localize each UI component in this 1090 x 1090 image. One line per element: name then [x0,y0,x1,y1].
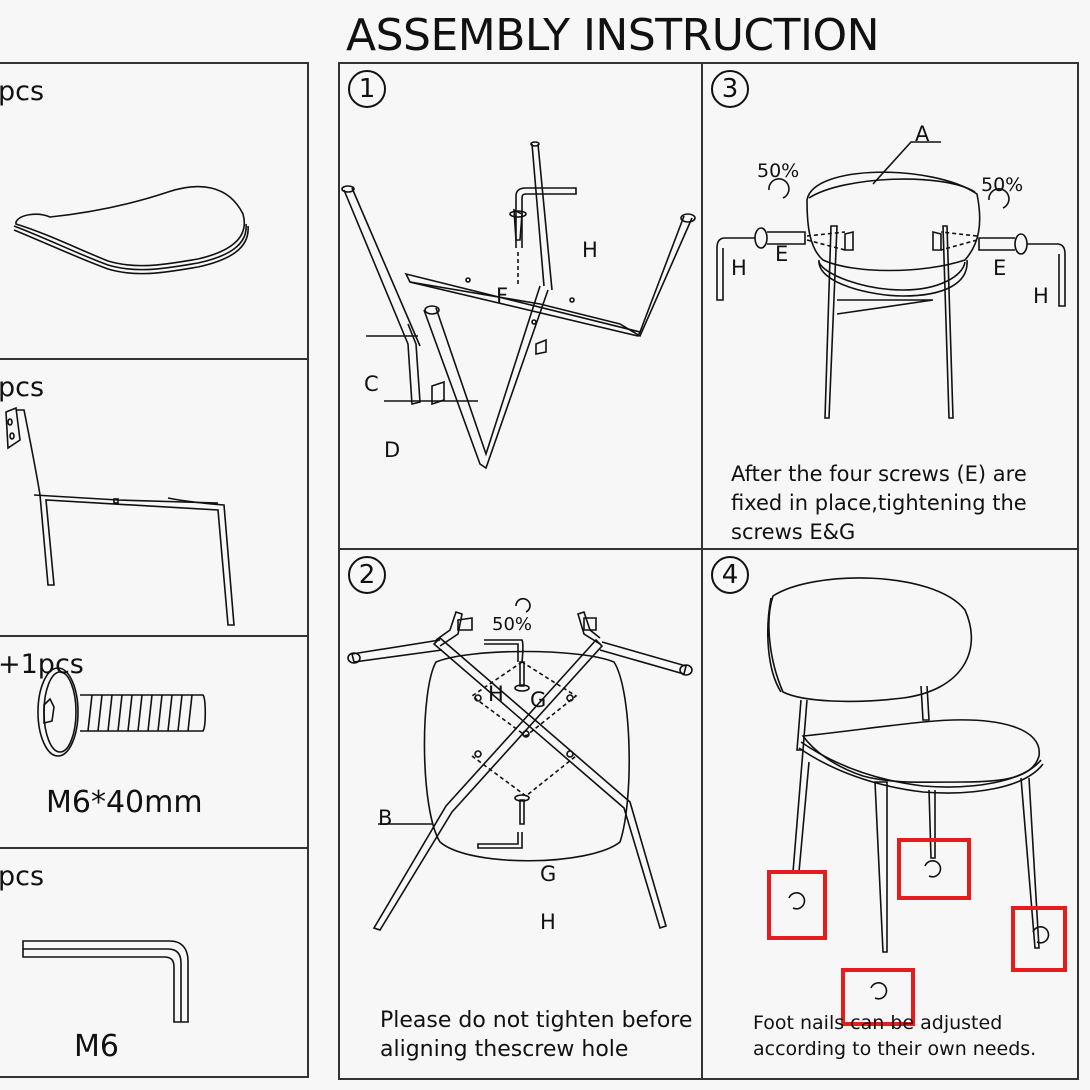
foot-nail-highlight [897,838,971,900]
step-number: 1 [348,70,386,108]
step-3-illustration [716,141,1066,419]
tighten-percent-label: 50% [757,160,800,182]
divider [701,64,703,1078]
step-4-note: Foot nails can be adjusted according to … [753,1010,1036,1062]
label-g: G [540,862,557,886]
note-line: Foot nails can be adjusted [753,1012,1003,1034]
part-quantity: pcs [0,76,45,107]
step-1-illustration [341,141,696,470]
step-2-note: Please do not tighten before aligning th… [380,1006,692,1064]
step-number: 2 [348,556,386,594]
back-frame-illustration [5,406,235,626]
label-d: D [384,438,401,462]
hex-key-size-label: M6 [74,1029,119,1064]
label-g: G [530,688,547,712]
part-seat: pcs [0,64,307,360]
label-a: A [915,122,930,146]
part-hex-key: pcs M6 [0,849,307,1080]
label-h: H [1033,284,1049,308]
foot-nail-highlight [1011,906,1067,972]
parts-list: pcs pcs +1pcs M6*40mm pcs [0,62,309,1078]
part-quantity: pcs [0,372,45,403]
label-b: B [378,806,393,830]
foot-nail-highlight [841,968,915,1026]
page-title: ASSEMBLY INSTRUCTION [346,10,880,61]
step-3-note: After the four screws (E) are fixed in p… [731,460,1027,547]
note-line: After the four screws (E) are [731,462,1027,486]
part-quantity: +1pcs [0,649,84,680]
label-e: E [775,242,789,266]
part-quantity: pcs [0,861,45,892]
label-c: C [364,372,379,396]
tighten-percent-label: 50% [981,174,1024,196]
label-e: E [993,256,1007,280]
step-2: 2 50% H G B [340,550,701,1080]
steps-grid: 1 H F C D 3 [338,62,1079,1080]
part-screw: +1pcs M6*40mm [0,637,307,849]
step-4-illustration [767,577,1067,1026]
label-h: H [582,238,598,262]
label-h: H [731,256,747,280]
step-number: 4 [711,556,749,594]
label-f: F [496,284,509,308]
step-1: 1 H F C D [340,64,701,548]
part-frame: pcs [0,360,307,637]
screw-illustration [37,667,207,757]
label-h: H [488,682,504,706]
step-4: 4 Foot nails can be adjusted according t [703,550,1079,1080]
note-line: fixed in place,tightening the [731,491,1027,515]
seat-cushion-illustration [13,185,249,275]
foot-nail-highlight [767,870,827,940]
step-3: 3 A 50% 50% E H E H [703,64,1079,548]
note-line: aligning thescrew hole [380,1037,629,1062]
hex-key-illustration [22,940,189,1023]
screw-size-label: M6*40mm [46,785,203,820]
note-line: Please do not tighten before [380,1008,693,1033]
tighten-percent-label: 50% [492,614,533,635]
step-number: 3 [711,70,749,108]
note-line: according to their own needs. [753,1038,1037,1060]
note-line: screws E&G [731,520,856,544]
step-2-illustration [347,597,693,931]
label-h: H [540,910,556,934]
divider [340,548,1077,550]
